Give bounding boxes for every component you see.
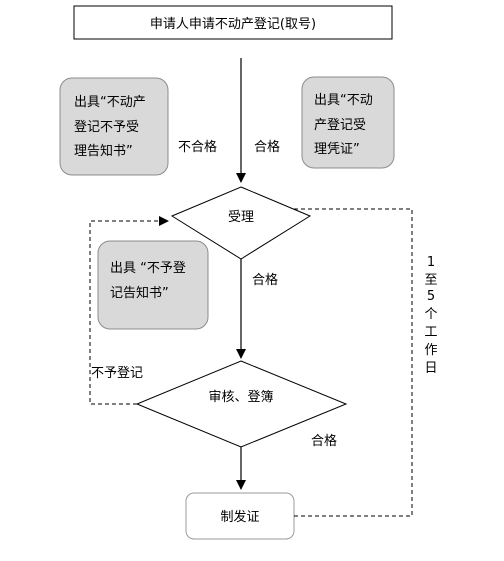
timeline-char-6: 作 — [424, 343, 437, 358]
label-qualified-mid: 合格 — [252, 272, 278, 288]
note-acceptance-line-1: 出具“不动 — [314, 93, 373, 108]
label-refuse-registration: 不予登记 — [91, 366, 143, 381]
timeline-char-5: 工 — [424, 325, 437, 340]
start-box-label: 申请人申请不动产登记(取号) — [150, 17, 316, 32]
label-qualified-top: 合格 — [254, 139, 280, 155]
start-box: 申请人申请不动产登记(取号) — [73, 5, 393, 40]
label-unqualified: 不合格 — [178, 139, 217, 155]
note-refusal-line-2: 记告知书” — [110, 285, 169, 301]
timeline-char-7: 日 — [424, 361, 437, 376]
timeline-bracket — [294, 208, 413, 517]
timeline-char-1: 1 — [427, 255, 435, 270]
timeline-char-3: 5 — [427, 289, 435, 304]
note-rejection-line-1: 出具“不动产 — [74, 95, 146, 110]
note-acceptance-line-2: 产登记受 — [314, 118, 366, 133]
timeline-char-2: 至 — [424, 273, 437, 288]
accept-label: 受理 — [228, 210, 254, 225]
note-rejection-line-3: 理告知书” — [74, 143, 133, 159]
timeline-char-4: 个 — [424, 307, 437, 322]
issue-certificate-box: 制发证 — [185, 492, 295, 540]
note-refusal-notice: 出具 “不予登 记告知书” — [97, 240, 209, 330]
note-refusal-line-1: 出具 “不予登 — [110, 261, 186, 276]
timeline-label: 1 至 5 个 工 作 日 — [420, 253, 442, 377]
label-qualified-bottom: 合格 — [311, 433, 337, 449]
note-acceptance-line-3: 理凭证” — [314, 142, 360, 157]
note-rejection-notice: 出具“不动产 登记不予受 理告知书” — [59, 77, 169, 176]
note-rejection-line-2: 登记不予受 — [74, 120, 139, 135]
issue-label: 制发证 — [220, 509, 259, 525]
arrow-review-back-to-accept — [89, 216, 169, 405]
note-acceptance-voucher: 出具“不动 产登记受 理凭证” — [301, 76, 395, 169]
review-label: 审核、登簿 — [208, 390, 273, 405]
